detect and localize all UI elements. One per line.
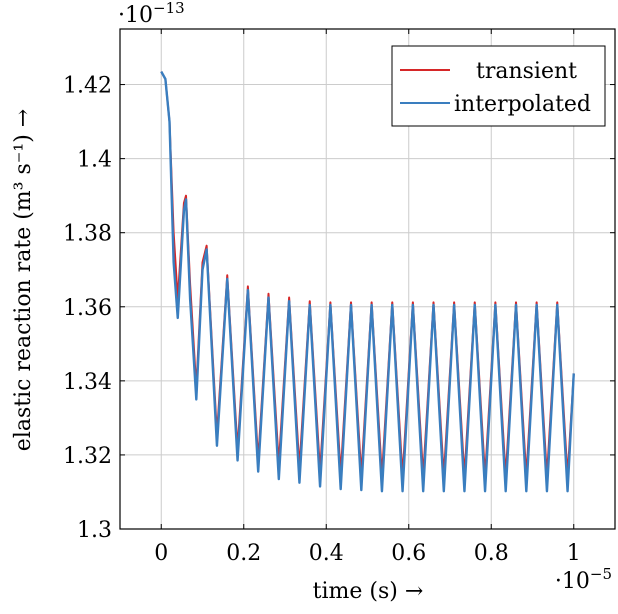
y-tick-label: 1.36 — [63, 296, 112, 321]
y-tick-label: 1.32 — [63, 444, 112, 469]
y-axis-scale: ·10−13 — [118, 0, 185, 28]
series-line-interpolated — [160, 71, 575, 493]
legend-box — [391, 45, 606, 127]
y-tick-label: 1.34 — [63, 370, 112, 395]
x-tick-label: 0.6 — [391, 541, 426, 566]
x-tick-label: 0 — [154, 541, 168, 566]
series-line-transient — [160, 71, 575, 478]
legend-label-interpolated: interpolated — [454, 92, 591, 117]
y-tick-label: 1.42 — [63, 74, 112, 99]
plot-frame — [119, 28, 616, 530]
y-scale-exponent: −13 — [153, 0, 185, 17]
legend: transient interpolated — [391, 45, 606, 127]
x-scale-base: ·10 — [555, 569, 590, 594]
x-axis-title: time (s) → — [313, 579, 424, 604]
x-tick-label: 1 — [567, 541, 581, 566]
y-axis-title: elastic reaction rate (m³ s⁻¹) → — [11, 109, 36, 451]
x-scale-exponent: −5 — [590, 565, 612, 583]
axis-ticks: 0 0.2 0.4 0.6 0.8 1 1.3 1.32 1.34 1.36 1.38 1.4 1.42 — [63, 29, 615, 566]
y-scale-base: ·10 — [118, 3, 153, 28]
y-tick-label: 1.38 — [63, 222, 112, 247]
x-tick-label: 0.4 — [309, 541, 344, 566]
x-tick-label: 0.2 — [226, 541, 261, 566]
y-tick-label: 1.3 — [77, 518, 112, 543]
x-tick-label: 0.8 — [474, 541, 509, 566]
x-axis-scale: ·10−5 — [555, 565, 612, 594]
y-tick-label: 1.4 — [77, 148, 112, 173]
legend-label-transient: transient — [476, 59, 577, 84]
series-lines — [160, 71, 575, 493]
